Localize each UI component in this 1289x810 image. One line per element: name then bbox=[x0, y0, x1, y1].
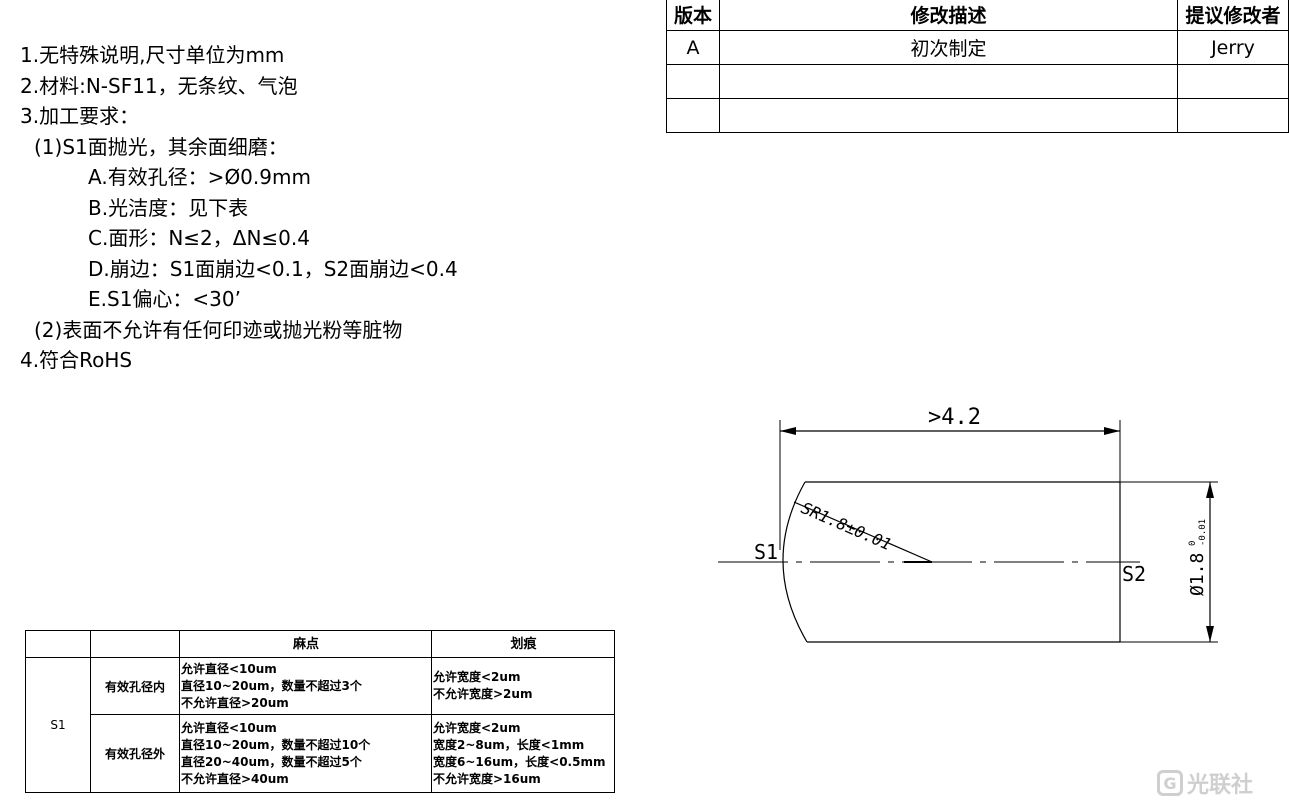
diameter-tol-upper: 0 bbox=[1188, 541, 1198, 546]
revision-proposer bbox=[1177, 64, 1289, 99]
technical-notes: 1.无特殊说明,尺寸单位为mm 2.材料:N-SF11，无条纹、气泡 3.加工要… bbox=[20, 40, 458, 376]
note-3-1-e: E.S1偏心：<30’ bbox=[88, 287, 241, 311]
pit-spec: 直径10~20um，数量不超过3个 bbox=[181, 678, 362, 693]
watermark-text: 光联社 bbox=[1187, 773, 1254, 798]
note-2: 2.材料:N-SF11，无条纹、气泡 bbox=[20, 73, 298, 98]
pit-spec: 不允许直径>40um bbox=[181, 771, 289, 786]
scratch-spec: 不允许宽度>2um bbox=[433, 687, 533, 701]
scratch-spec: 允许宽度<2um bbox=[433, 720, 521, 735]
scratch-spec: 允许宽度<2um bbox=[433, 670, 521, 684]
revision-description bbox=[719, 64, 1178, 99]
pits-inside: 允许直径<10um 直径10~20um，数量不超过3个 不允许直径>20um bbox=[179, 657, 432, 715]
pit-spec: 允许直径<10um bbox=[181, 720, 277, 735]
radius-label: SR1.8±0.01 bbox=[798, 498, 894, 554]
revision-description: 初次制定 bbox=[719, 30, 1178, 65]
note-3-1: (1)S1面抛光，其余面细磨： bbox=[34, 134, 288, 159]
revision-version bbox=[666, 98, 720, 133]
quality-header-blank-2 bbox=[90, 630, 180, 658]
revision-version: A bbox=[666, 30, 720, 65]
note-3-1-b: B.光洁度：见下表 bbox=[88, 195, 249, 220]
revision-proposer: Jerry bbox=[1177, 30, 1289, 65]
pit-spec: 允许直径<10um bbox=[181, 661, 277, 676]
note-3: 3.加工要求： bbox=[20, 104, 140, 128]
scratches-inside: 允许宽度<2um 不允许宽度>2um bbox=[431, 657, 615, 715]
watermark: G 光联社 bbox=[1157, 767, 1253, 799]
revision-row bbox=[666, 98, 1289, 133]
revision-proposer bbox=[1177, 98, 1289, 133]
lens-drawing: >4.2 SR1.8±0.01 S1 S2 Ø1.8 0 -0.01 bbox=[718, 405, 1218, 643]
revision-table: 版本 修改描述 提议修改者 A 初次制定 Jerry bbox=[666, 0, 1289, 133]
revision-header-description: 修改描述 bbox=[719, 0, 1178, 31]
note-4: 4.符合RoHS bbox=[20, 348, 133, 372]
revision-version bbox=[666, 64, 720, 99]
length-label: >4.2 bbox=[928, 405, 981, 430]
quality-header-pits: 麻点 bbox=[179, 630, 432, 658]
note-3-1-a: A.有效孔径：>Ø0.9mm bbox=[88, 165, 311, 189]
note-3-2: (2)表面不允许有任何印迹或抛光粉等脏物 bbox=[34, 317, 403, 342]
revision-description bbox=[719, 98, 1178, 133]
zone-inside: 有效孔径内 bbox=[90, 657, 180, 715]
revision-row bbox=[666, 64, 1289, 99]
length-arrow-left bbox=[780, 427, 796, 435]
surface-quality-table: 麻点 划痕 S1 有效孔径内 允许直径<10um 直径10~20um，数量不超过… bbox=[25, 630, 615, 793]
watermark-logo-icon: G bbox=[1157, 770, 1183, 796]
s1-label: S1 bbox=[754, 540, 778, 564]
dia-arrow-top bbox=[1206, 482, 1214, 498]
diameter-label: Ø1.8 bbox=[1187, 553, 1208, 596]
quality-row-inside: S1 有效孔径内 允许直径<10um 直径10~20um，数量不超过3个 不允许… bbox=[25, 657, 615, 793]
zone-outside: 有效孔径外 bbox=[90, 714, 180, 793]
pits-outside: 允许直径<10um 直径10~20um，数量不超过10个 直径20~40um，数… bbox=[179, 714, 432, 793]
revision-header-row: 版本 修改描述 提议修改者 bbox=[666, 0, 1289, 31]
revision-header-proposer: 提议修改者 bbox=[1177, 0, 1289, 31]
scratch-spec: 不允许宽度>16um bbox=[433, 771, 541, 786]
revision-row: A 初次制定 Jerry bbox=[666, 30, 1289, 65]
revision-header-version: 版本 bbox=[666, 0, 720, 31]
quality-header-scratches: 划痕 bbox=[431, 630, 615, 658]
pit-spec: 不允许直径>20um bbox=[181, 695, 289, 710]
note-1: 1.无特殊说明,尺寸单位为mm bbox=[20, 43, 285, 67]
diameter-tol-lower: -0.01 bbox=[1198, 519, 1208, 546]
scratches-outside: 允许宽度<2um 宽度2~8um，长度<1mm 宽度6~16um，长度<0.5m… bbox=[431, 714, 615, 793]
pit-spec: 直径20~40um，数量不超过5个 bbox=[181, 754, 362, 769]
scratch-spec: 宽度2~8um，长度<1mm bbox=[433, 737, 585, 752]
surface-label: S1 bbox=[25, 657, 91, 793]
s2-label: S2 bbox=[1122, 562, 1146, 586]
note-3-1-c: C.面形：N≤2，ΔN≤0.4 bbox=[88, 226, 310, 250]
quality-header-blank-1 bbox=[25, 630, 91, 658]
pit-spec: 直径10~20um，数量不超过10个 bbox=[181, 737, 371, 752]
quality-header-row: 麻点 划痕 bbox=[25, 630, 615, 658]
scratch-spec: 宽度6~16um，长度<0.5mm bbox=[433, 754, 606, 769]
radius-leader bbox=[793, 501, 933, 563]
length-arrow-right bbox=[1104, 427, 1120, 435]
dia-arrow-bottom bbox=[1206, 626, 1214, 642]
quality-row-outside: 有效孔径外 允许直径<10um 直径10~20um，数量不超过10个 直径20~… bbox=[26, 714, 615, 793]
note-3-1-d: D.崩边：S1面崩边<0.1，S2面崩边<0.4 bbox=[88, 256, 458, 281]
